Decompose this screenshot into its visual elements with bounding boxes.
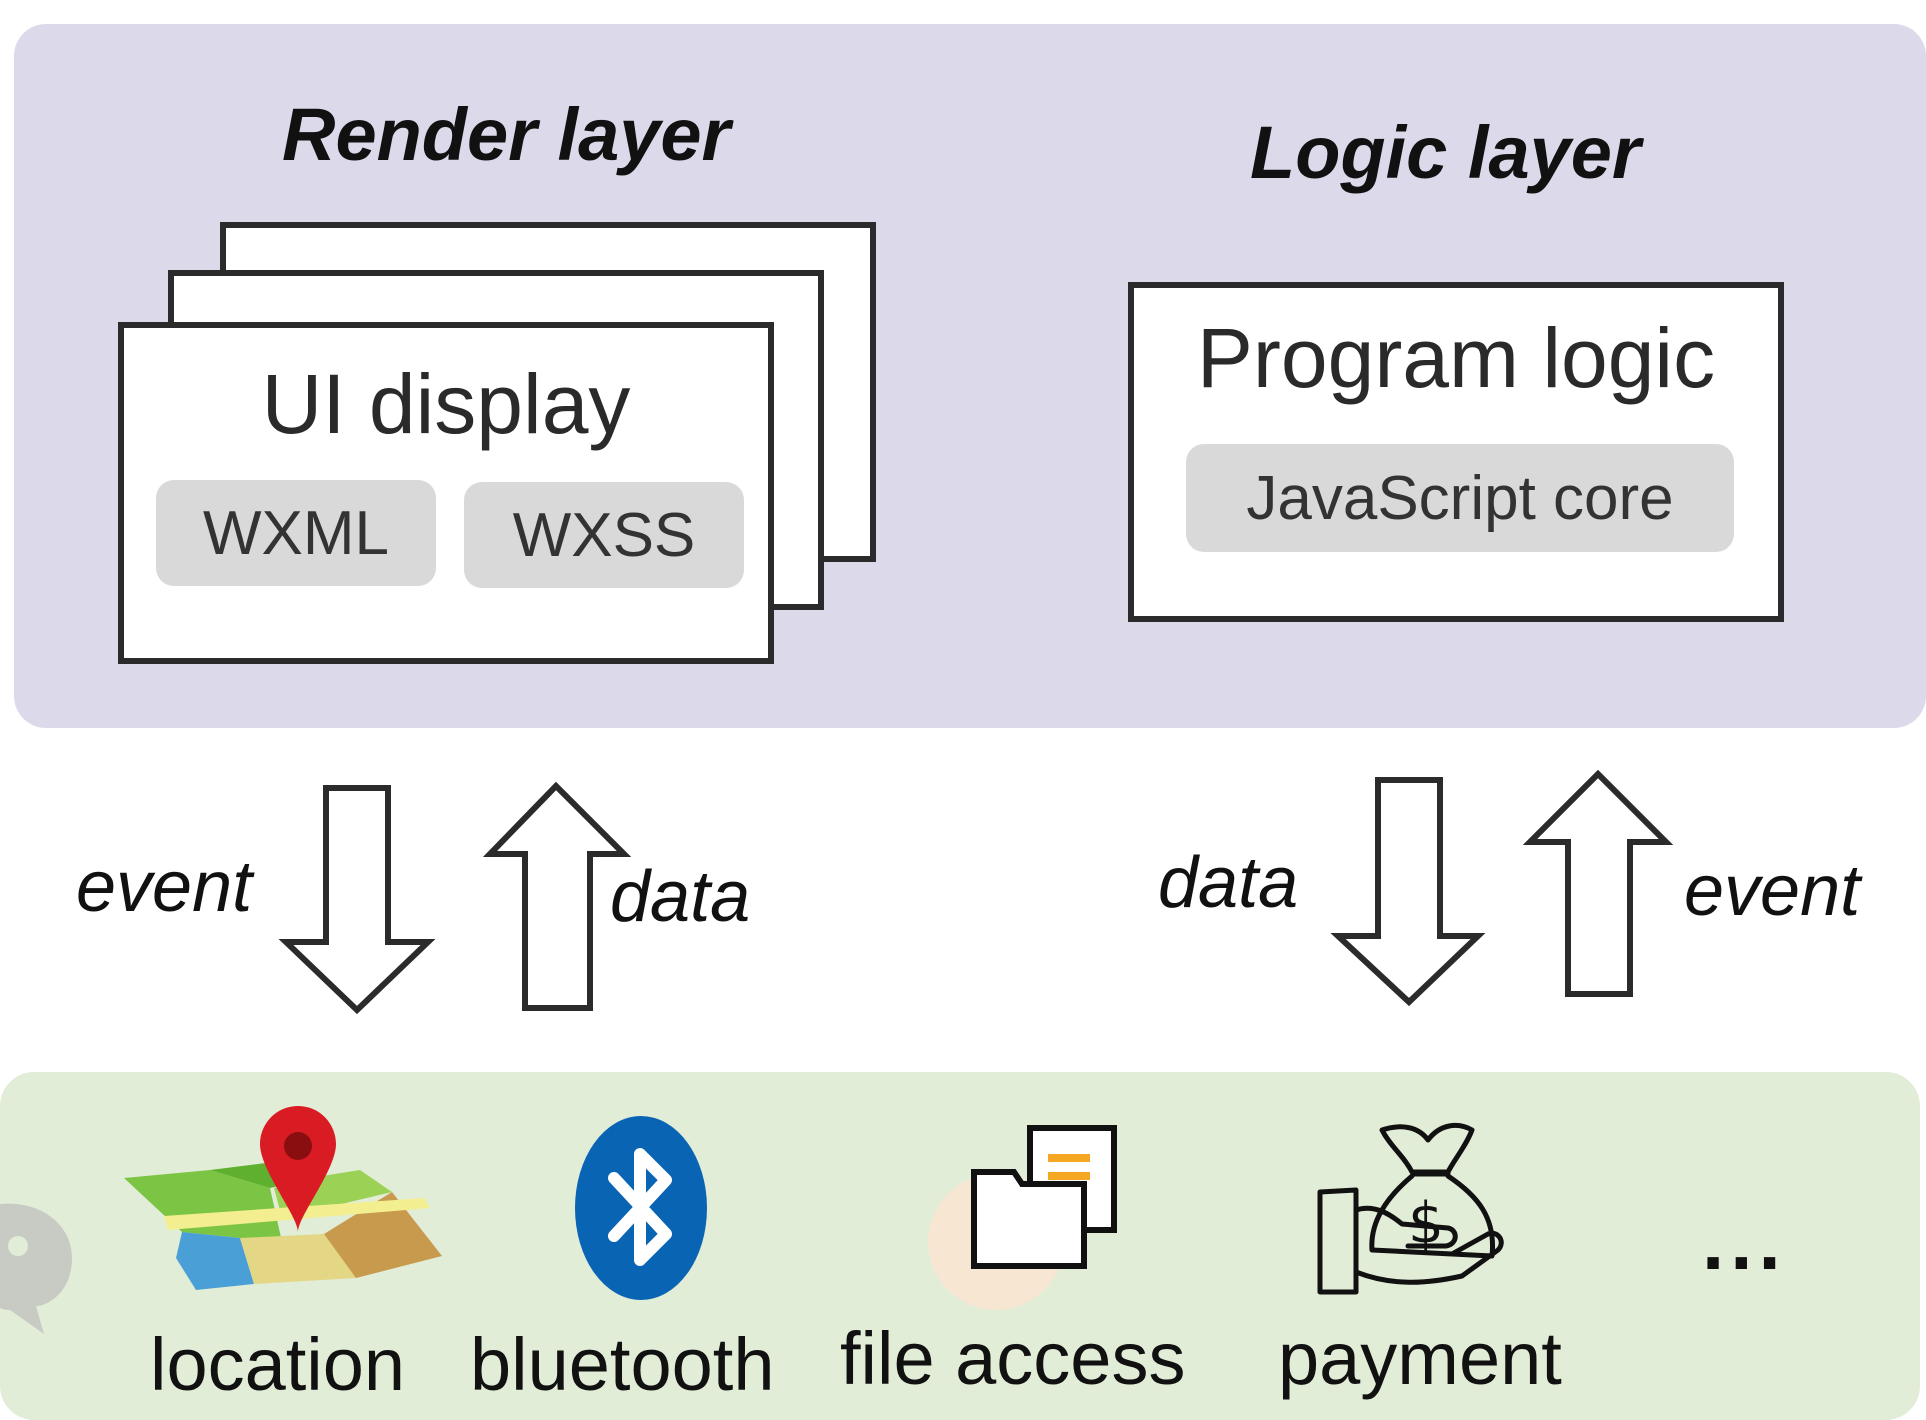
javascript-core-chip: JavaScript core — [1186, 444, 1734, 552]
program-logic-title: Program logic — [1196, 311, 1716, 405]
folder-file-icon — [928, 1125, 1117, 1310]
ui-display-title: UI display — [261, 357, 631, 451]
left-down-arrow — [278, 785, 436, 1015]
right-event-label: event — [1684, 851, 1861, 931]
chat-bubble-icon — [0, 1203, 72, 1334]
wxml-chip: WXML — [156, 480, 436, 586]
right-up-arrow — [1522, 769, 1674, 997]
left-event-label: event — [76, 847, 253, 927]
capability-label-file-access: file access — [840, 1317, 1186, 1400]
bluetooth-icon — [575, 1116, 707, 1300]
capability-label-payment: payment — [1278, 1317, 1562, 1400]
left-up-arrow — [482, 781, 632, 1011]
more-capabilities-ellipsis: ... — [1702, 1197, 1787, 1286]
wxss-chip: WXSS — [464, 482, 744, 588]
left-data-label: data — [610, 857, 751, 937]
logic-layer-title: Logic layer — [1250, 111, 1641, 194]
capability-label-bluetooth: bluetooth — [470, 1323, 775, 1406]
right-down-arrow — [1330, 777, 1486, 1007]
capability-label-location: location — [150, 1323, 406, 1406]
render-layer-title: Render layer — [282, 93, 731, 176]
svg-text:$: $ — [1408, 1191, 1444, 1256]
ui-display-card: UI display WXML WXSS — [118, 322, 774, 664]
right-data-label: data — [1158, 843, 1299, 923]
money-bag-hand-icon: $ — [1317, 1122, 1504, 1295]
map-pin-icon — [124, 1106, 442, 1290]
program-logic-card: Program logic JavaScript core — [1128, 282, 1784, 622]
